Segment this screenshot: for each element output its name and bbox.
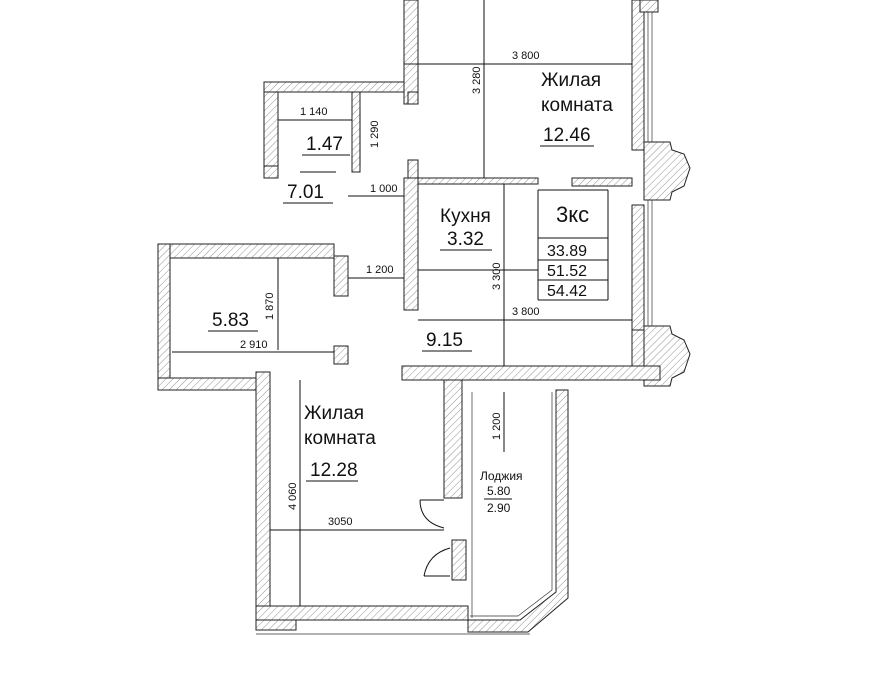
wall-right-exterior-low [631,329,645,371]
loggia-area: 5.80 [487,484,511,498]
living-bottom-name-line1: Жилая [304,403,364,424]
wall-storage-door-jamb [333,345,349,365]
dim-3800-top: 3 800 [512,50,540,62]
wall-kitchen-top-right [571,177,633,187]
dim-1200-loggia: 1 200 [491,412,503,440]
wall-bottom-floor [255,605,469,621]
bay-window-upper [643,141,691,201]
wall-bath-left [263,81,279,179]
dim-3800-mid: 3 800 [512,306,540,318]
interior-lines [300,171,609,366]
living-top-name-line1: Жилая [541,70,601,91]
dim-1000: 1 000 [370,183,398,195]
wall-storage-top [157,243,335,259]
wall-bottom-right-upper [443,379,463,499]
apartment-living-area: 33.89 [547,243,587,260]
dim-1290: 1 290 [369,120,381,148]
wall-bottom-right-lower [451,539,467,581]
wall-loggia-right [467,389,569,633]
dim-2910: 2 910 [240,339,268,351]
wall-bath-bottom [263,165,279,179]
dimension-lines [172,0,632,606]
hall-top-area: 7.01 [287,182,324,203]
wall-mid-horizontal [401,365,661,381]
living-top-area: 12.46 [543,125,591,146]
corridor-area: 9.15 [426,330,463,351]
dim-3050: 3050 [328,516,352,528]
wall-top-mid-stub [407,91,419,105]
apartment-total-area: 51.52 [547,263,587,280]
wall-bath-divider [351,91,361,173]
dim-3300: 3 300 [491,262,503,290]
walls [157,0,691,635]
wall-right-exterior-top [631,0,645,151]
wall-bath-top [263,81,405,93]
apartment-type: 3кс [556,202,589,227]
dim-1140: 1 140 [300,106,328,118]
apartment-total-with-loggia: 54.42 [547,283,587,300]
dim-4060: 4 060 [287,482,299,510]
living-top-name-line2: комната [541,95,613,116]
wall-storage-left [157,243,171,391]
wall-bath-right-stub [407,159,419,179]
living-bottom-area: 12.28 [310,460,358,481]
wall-right-exterior-mid [631,204,645,331]
wall-kitchen-left [403,177,419,311]
loggia-area-reduced: 2.90 [487,501,511,515]
wall-top-left-stub [403,0,419,65]
wall-storage-right [333,255,349,297]
kitchen-name: Кухня [440,206,491,227]
kitchen-area: 3.32 [447,229,484,250]
dim-3280: 3 280 [471,66,483,94]
wall-bottom-left [255,371,271,619]
storage-area: 5.83 [212,310,249,331]
wall-kitchen-top [417,177,539,185]
dim-1200-mid: 1 200 [366,264,394,276]
dim-1870: 1 870 [264,292,276,320]
loggia-name: Лоджия [480,469,523,483]
bathroom-area: 1.47 [306,134,343,155]
wall-storage-bottom [157,377,269,391]
living-bottom-name-line2: комната [304,428,376,449]
doors [419,499,451,577]
